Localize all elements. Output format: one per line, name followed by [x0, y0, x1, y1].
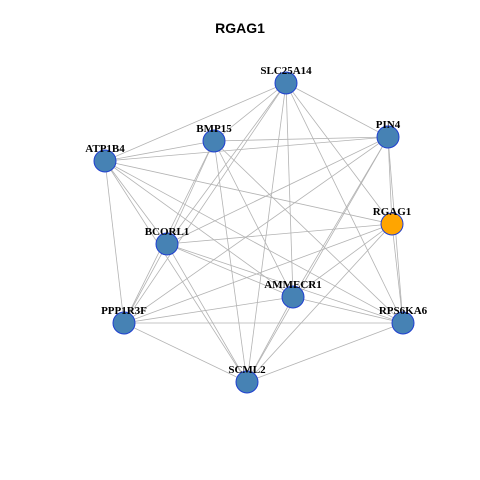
node-ppp1r3f: PPP1R3F [101, 305, 147, 335]
node-label-rgag1: RGAG1 [373, 206, 412, 218]
edge-slc25a14-bmp15 [213, 82, 287, 142]
node-atp1b4: ATP1B4 [85, 143, 125, 173]
edge-scml2-rps6ka6 [246, 322, 404, 383]
edge-ammecr1-scml2 [246, 296, 294, 383]
edge-bmp15-ppp1r3f [123, 140, 215, 324]
edge-atp1b4-bcorl1 [104, 160, 168, 245]
edge-slc25a14-ppp1r3f [123, 82, 287, 324]
node-circle-rps6ka6 [391, 311, 415, 335]
edge-slc25a14-scml2 [246, 82, 287, 383]
edge-slc25a14-atp1b4 [104, 82, 287, 162]
edge-bcorl1-ammecr1 [166, 243, 294, 298]
edge-rgag1-rps6ka6 [391, 223, 404, 324]
edge-slc25a14-pin4 [285, 82, 389, 138]
node-slc25a14: SLC25A14 [260, 65, 312, 95]
edge-ammecr1-ppp1r3f [123, 296, 294, 324]
node-label-bmp15: BMP15 [196, 123, 232, 135]
edge-pin4-rgag1 [387, 136, 393, 225]
node-scml2: SCML2 [228, 364, 266, 394]
edge-bcorl1-rps6ka6 [166, 243, 404, 324]
edge-rgag1-ammecr1 [292, 223, 393, 298]
node-circle-pin4 [376, 125, 400, 149]
node-circle-ppp1r3f [112, 311, 136, 335]
edge-pin4-ammecr1 [292, 136, 389, 298]
node-pin4: PIN4 [376, 119, 401, 149]
edge-pin4-scml2 [246, 136, 389, 383]
edge-atp1b4-scml2 [104, 160, 248, 383]
edge-atp1b4-rps6ka6 [104, 160, 404, 324]
node-label-rps6ka6: RPS6KA6 [379, 305, 428, 317]
node-bcorl1: BCORL1 [145, 226, 190, 256]
node-circle-atp1b4 [93, 149, 117, 173]
edge-rgag1-bcorl1 [166, 223, 393, 245]
plot-title: RGAG1 [215, 20, 265, 36]
edge-atp1b4-rgag1 [104, 160, 393, 225]
node-label-ammecr1: AMMECR1 [264, 279, 321, 291]
edge-bmp15-bcorl1 [166, 140, 215, 245]
edge-slc25a14-bcorl1 [166, 82, 287, 245]
node-circle-bmp15 [202, 129, 226, 153]
edge-bmp15-scml2 [213, 140, 248, 383]
node-label-slc25a14: SLC25A14 [260, 65, 312, 77]
node-circle-scml2 [235, 370, 259, 394]
edge-pin4-ppp1r3f [123, 136, 389, 324]
node-label-atp1b4: ATP1B4 [85, 143, 125, 155]
node-label-bcorl1: BCORL1 [145, 226, 190, 238]
edge-rgag1-ppp1r3f [123, 223, 393, 324]
node-label-ppp1r3f: PPP1R3F [101, 305, 147, 317]
edges-layer [104, 82, 404, 383]
edge-slc25a14-rgag1 [285, 82, 393, 225]
node-circle-bcorl1 [155, 232, 179, 256]
node-circle-rgag1 [380, 212, 404, 236]
edge-atp1b4-ppp1r3f [104, 160, 125, 324]
edge-ammecr1-rps6ka6 [292, 296, 404, 324]
edge-ppp1r3f-scml2 [123, 322, 248, 383]
edge-bcorl1-ppp1r3f [123, 243, 168, 324]
edge-atp1b4-ammecr1 [104, 160, 294, 298]
node-label-pin4: PIN4 [376, 119, 401, 131]
edge-bmp15-atp1b4 [104, 140, 215, 162]
edge-bcorl1-scml2 [166, 243, 248, 383]
edge-pin4-bmp15 [213, 136, 389, 142]
node-circle-slc25a14 [274, 71, 298, 95]
edge-pin4-atp1b4 [104, 136, 389, 162]
edge-bmp15-rps6ka6 [213, 140, 404, 324]
node-rps6ka6: RPS6KA6 [379, 305, 428, 335]
edge-slc25a14-rps6ka6 [285, 82, 404, 324]
edge-pin4-bcorl1 [166, 136, 389, 245]
edge-bmp15-ammecr1 [213, 140, 294, 298]
edge-slc25a14-ammecr1 [285, 82, 294, 298]
node-label-scml2: SCML2 [228, 364, 266, 376]
node-circle-ammecr1 [281, 285, 305, 309]
node-bmp15: BMP15 [196, 123, 232, 153]
node-rgag1: RGAG1 [373, 206, 412, 236]
node-ammecr1: AMMECR1 [264, 279, 322, 309]
